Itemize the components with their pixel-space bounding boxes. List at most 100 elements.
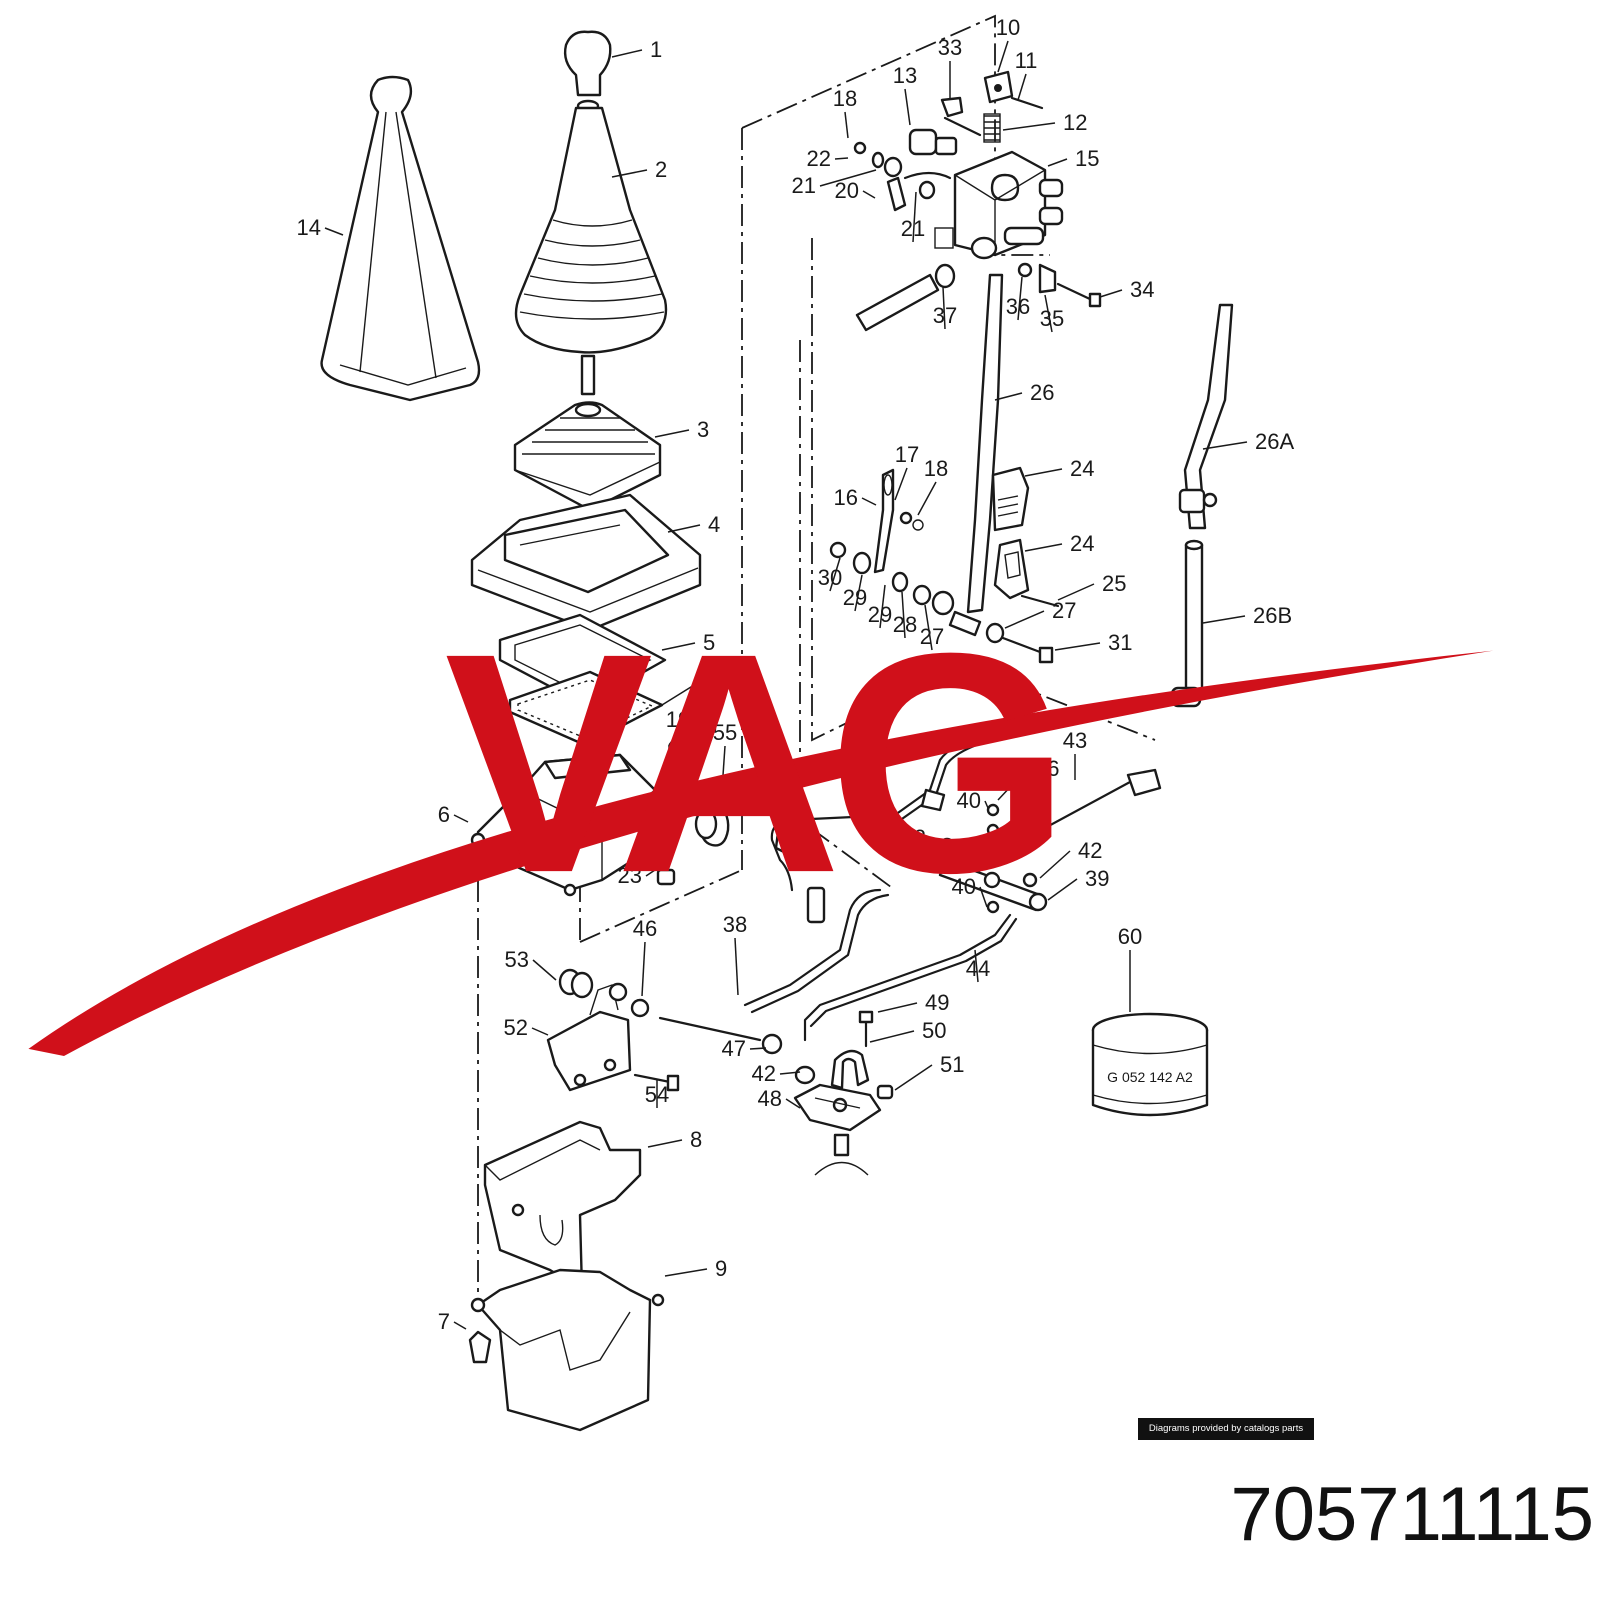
part-3-inner-boot <box>513 401 662 512</box>
callout-leader <box>997 768 1028 801</box>
callout-leader <box>661 642 696 651</box>
callout-leader <box>453 814 469 823</box>
callout-42: 42 <box>902 825 926 850</box>
callout-leader <box>819 169 877 187</box>
callout-leader <box>531 1027 549 1036</box>
callout-55: 55 <box>713 720 737 745</box>
callout-6: 6 <box>438 802 450 827</box>
callout-leader <box>929 837 941 846</box>
part-23-nut <box>656 868 676 886</box>
callout-15: 15 <box>1075 146 1099 171</box>
callout-26: 26 <box>1030 380 1054 405</box>
part-43-rod <box>993 768 1162 857</box>
callout-leader <box>1202 441 1248 450</box>
part-4-trim-frame <box>470 493 702 632</box>
callout-30: 30 <box>818 565 842 590</box>
part-32-gasket <box>508 670 664 747</box>
parts-27-31-linkage <box>829 541 1054 664</box>
callout-leader <box>942 286 946 330</box>
callout-29: 29 <box>868 602 892 627</box>
callout-22: 22 <box>807 146 831 171</box>
callout-leader <box>654 429 690 438</box>
callout-leader <box>844 111 849 139</box>
part-16-bracket <box>873 468 924 574</box>
part-25-pin <box>1020 594 1060 608</box>
callout-35: 35 <box>1040 306 1064 331</box>
callout-14: 14 <box>297 215 321 240</box>
callout-12: 12 <box>1063 110 1087 135</box>
callout-37: 37 <box>933 303 957 328</box>
callout-leader <box>324 227 344 236</box>
can-label: G 052 142 A2 <box>1107 1069 1193 1085</box>
callout-leader <box>779 1071 801 1075</box>
parts-40-42-36-fasteners <box>939 803 1038 914</box>
part-9-lower-housing <box>470 1268 665 1432</box>
callout-leader <box>645 869 656 877</box>
callout-leader <box>1017 73 1027 101</box>
part-gearbox-shaft-stub <box>814 1133 869 1176</box>
part-42-grommet-lower <box>794 1065 816 1085</box>
callout-leader <box>1054 642 1101 651</box>
callout-leader <box>1047 878 1078 901</box>
callout-leader <box>1017 276 1023 321</box>
grouping-lines <box>477 14 1156 1300</box>
callout-54: 54 <box>645 1082 669 1107</box>
part-26-shift-lever <box>966 236 1004 614</box>
callout-38: 38 <box>723 912 747 937</box>
callout-leader <box>661 681 700 706</box>
callout-9: 9 <box>715 1256 727 1281</box>
part-5-seal <box>498 613 667 707</box>
callout-1: 1 <box>650 37 662 62</box>
callout-leader <box>532 959 557 981</box>
callout-43: 43 <box>1063 728 1087 753</box>
callout-2: 2 <box>655 157 667 182</box>
callout-21: 21 <box>901 216 925 241</box>
callout-leader <box>854 771 861 801</box>
logo-text: VAG <box>444 589 1056 938</box>
callout-44: 44 <box>966 956 990 981</box>
callout-leader <box>912 191 917 243</box>
callout-leader <box>453 1321 467 1330</box>
callout-leader <box>647 1139 683 1148</box>
callout-18: 18 <box>924 456 948 481</box>
part-37-bushing <box>855 263 956 332</box>
callout-leader <box>667 524 701 533</box>
callout-leader <box>997 40 1009 73</box>
callout-50: 50 <box>922 1018 946 1043</box>
parts-18-22-21-small-items <box>853 141 952 212</box>
callout-leader <box>1099 289 1123 298</box>
callout-27: 27 <box>1052 598 1076 623</box>
part-2-gaiter <box>514 106 668 354</box>
callout-leader <box>834 157 849 160</box>
callout-33: 33 <box>938 35 962 60</box>
callout-25: 25 <box>1102 571 1126 596</box>
callout-51: 51 <box>940 1052 964 1077</box>
callout-60: 60 <box>1118 924 1142 949</box>
callout-leader <box>862 190 876 199</box>
part-50-clamp <box>830 1049 870 1090</box>
callout-20: 20 <box>835 178 859 203</box>
callout-leader <box>749 1047 767 1050</box>
part-48-mounting-plate <box>793 1083 882 1132</box>
callout-13: 13 <box>893 63 917 88</box>
callout-4: 4 <box>708 512 720 537</box>
callout-leader <box>879 584 886 629</box>
callout-labels: 1234567891011121314151617181819202121222… <box>297 15 1295 1334</box>
callout-leader <box>1004 610 1045 629</box>
callout-19: 19 <box>666 707 690 732</box>
part-51-nut <box>876 1084 894 1100</box>
callout-18: 18 <box>833 86 857 111</box>
callout-leader <box>664 1268 708 1277</box>
callout-34: 34 <box>1130 277 1154 302</box>
callout-leader <box>869 1030 915 1043</box>
callout-26B: 26B <box>1253 603 1292 628</box>
part-53-bushing <box>558 968 594 999</box>
callout-24: 24 <box>1070 456 1094 481</box>
part-47-rod-end <box>658 1016 783 1055</box>
callout-leader <box>1039 850 1071 879</box>
part-spring-stub <box>580 354 596 396</box>
callout-47: 47 <box>722 1036 746 1061</box>
callout-3: 3 <box>697 417 709 442</box>
callout-leader <box>979 886 988 908</box>
part-44-cable <box>803 913 1018 1042</box>
